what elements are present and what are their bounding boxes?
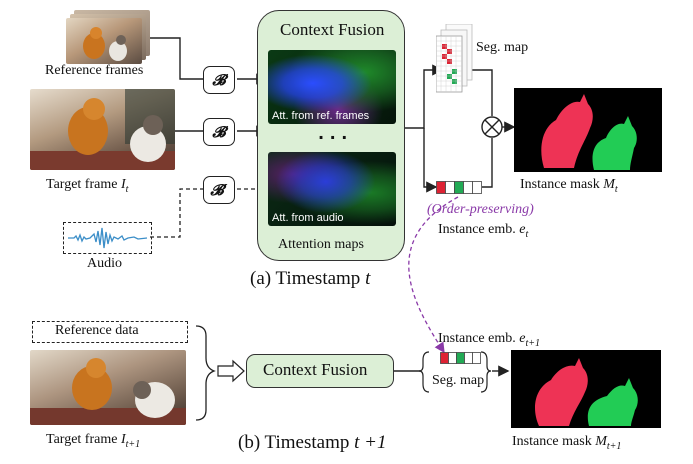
encoder-b-target: 𝓑	[203, 118, 235, 146]
caption-a: (a) Timestamp t	[250, 268, 371, 289]
cat-photo-icon	[30, 89, 175, 170]
waveform-icon	[68, 227, 148, 249]
reference-data-box: Reference data	[32, 321, 188, 343]
fusion-to-emb-arrow	[423, 128, 438, 193]
instance-emb-label: Instance emb. et	[438, 222, 529, 240]
instance-emb-b-label: Instance emb. et+1	[438, 331, 540, 349]
target-frame-b-image	[30, 350, 186, 425]
ellipsis: · · ·	[318, 128, 348, 147]
context-fusion-b-label: Context Fusion	[263, 360, 368, 379]
cat-photo-icon	[30, 358, 186, 425]
attention-maps-label: Attention maps	[278, 237, 364, 252]
instance-embedding-vector-b	[440, 352, 481, 364]
attention-map-audio: Att. from audio	[268, 152, 396, 226]
audio-to-encoder-dashed	[150, 188, 203, 238]
segmap-to-product-line	[470, 69, 493, 116]
att-audio-caption: Att. from audio	[272, 212, 344, 224]
seg-map-label: Seg. map	[476, 40, 529, 55]
seg-map-stack	[436, 24, 473, 93]
output-brace-left	[418, 351, 430, 393]
target-frame-b-label: Target frame It+1	[46, 432, 141, 450]
fusion-to-segmap-arrow	[403, 64, 444, 129]
context-fusion-title: Context Fusion	[280, 20, 385, 39]
instance-mask-image	[514, 88, 662, 172]
order-preserving-label: (Order-preserving)	[427, 202, 534, 217]
instance-mask-b-label: Instance mask Mt+1	[512, 434, 622, 452]
instance-embedding-vector	[436, 181, 482, 194]
order-preserving-curve	[408, 196, 459, 354]
cat-silhouettes	[541, 94, 637, 170]
instance-mask-label: Instance mask Mt	[520, 177, 618, 195]
output-brace-right	[480, 351, 492, 393]
seg-map-b-label: Seg. map	[432, 373, 485, 388]
reference-data-label: Reference data	[55, 323, 139, 338]
encoder-b-prime-audio: 𝓑′	[203, 176, 235, 204]
ref-to-encoder-line	[150, 37, 203, 80]
hollow-arrow	[217, 359, 245, 383]
caption-b: (b) Timestamp t +1	[238, 432, 387, 453]
audio-box	[63, 222, 152, 254]
seg-map-grid	[436, 35, 463, 93]
input-brace	[195, 325, 216, 421]
emb-to-product-line	[482, 138, 493, 188]
target-frame-label: Target frame It	[46, 177, 129, 195]
instance-mask-b-image	[511, 350, 661, 428]
att-ref-caption: Att. from ref. frames	[272, 110, 370, 122]
cat-silhouettes	[535, 358, 638, 426]
context-fusion-b-box: Context Fusion	[246, 354, 394, 388]
audio-label: Audio	[87, 256, 122, 271]
target-frame-image	[30, 89, 175, 170]
reference-frame-front	[66, 18, 142, 64]
cat-photo-icon	[83, 27, 127, 61]
encoder-b-ref: 𝓑	[203, 66, 235, 94]
reference-frames-label: Reference frames	[45, 63, 144, 78]
attention-map-ref: Att. from ref. frames	[268, 50, 396, 124]
